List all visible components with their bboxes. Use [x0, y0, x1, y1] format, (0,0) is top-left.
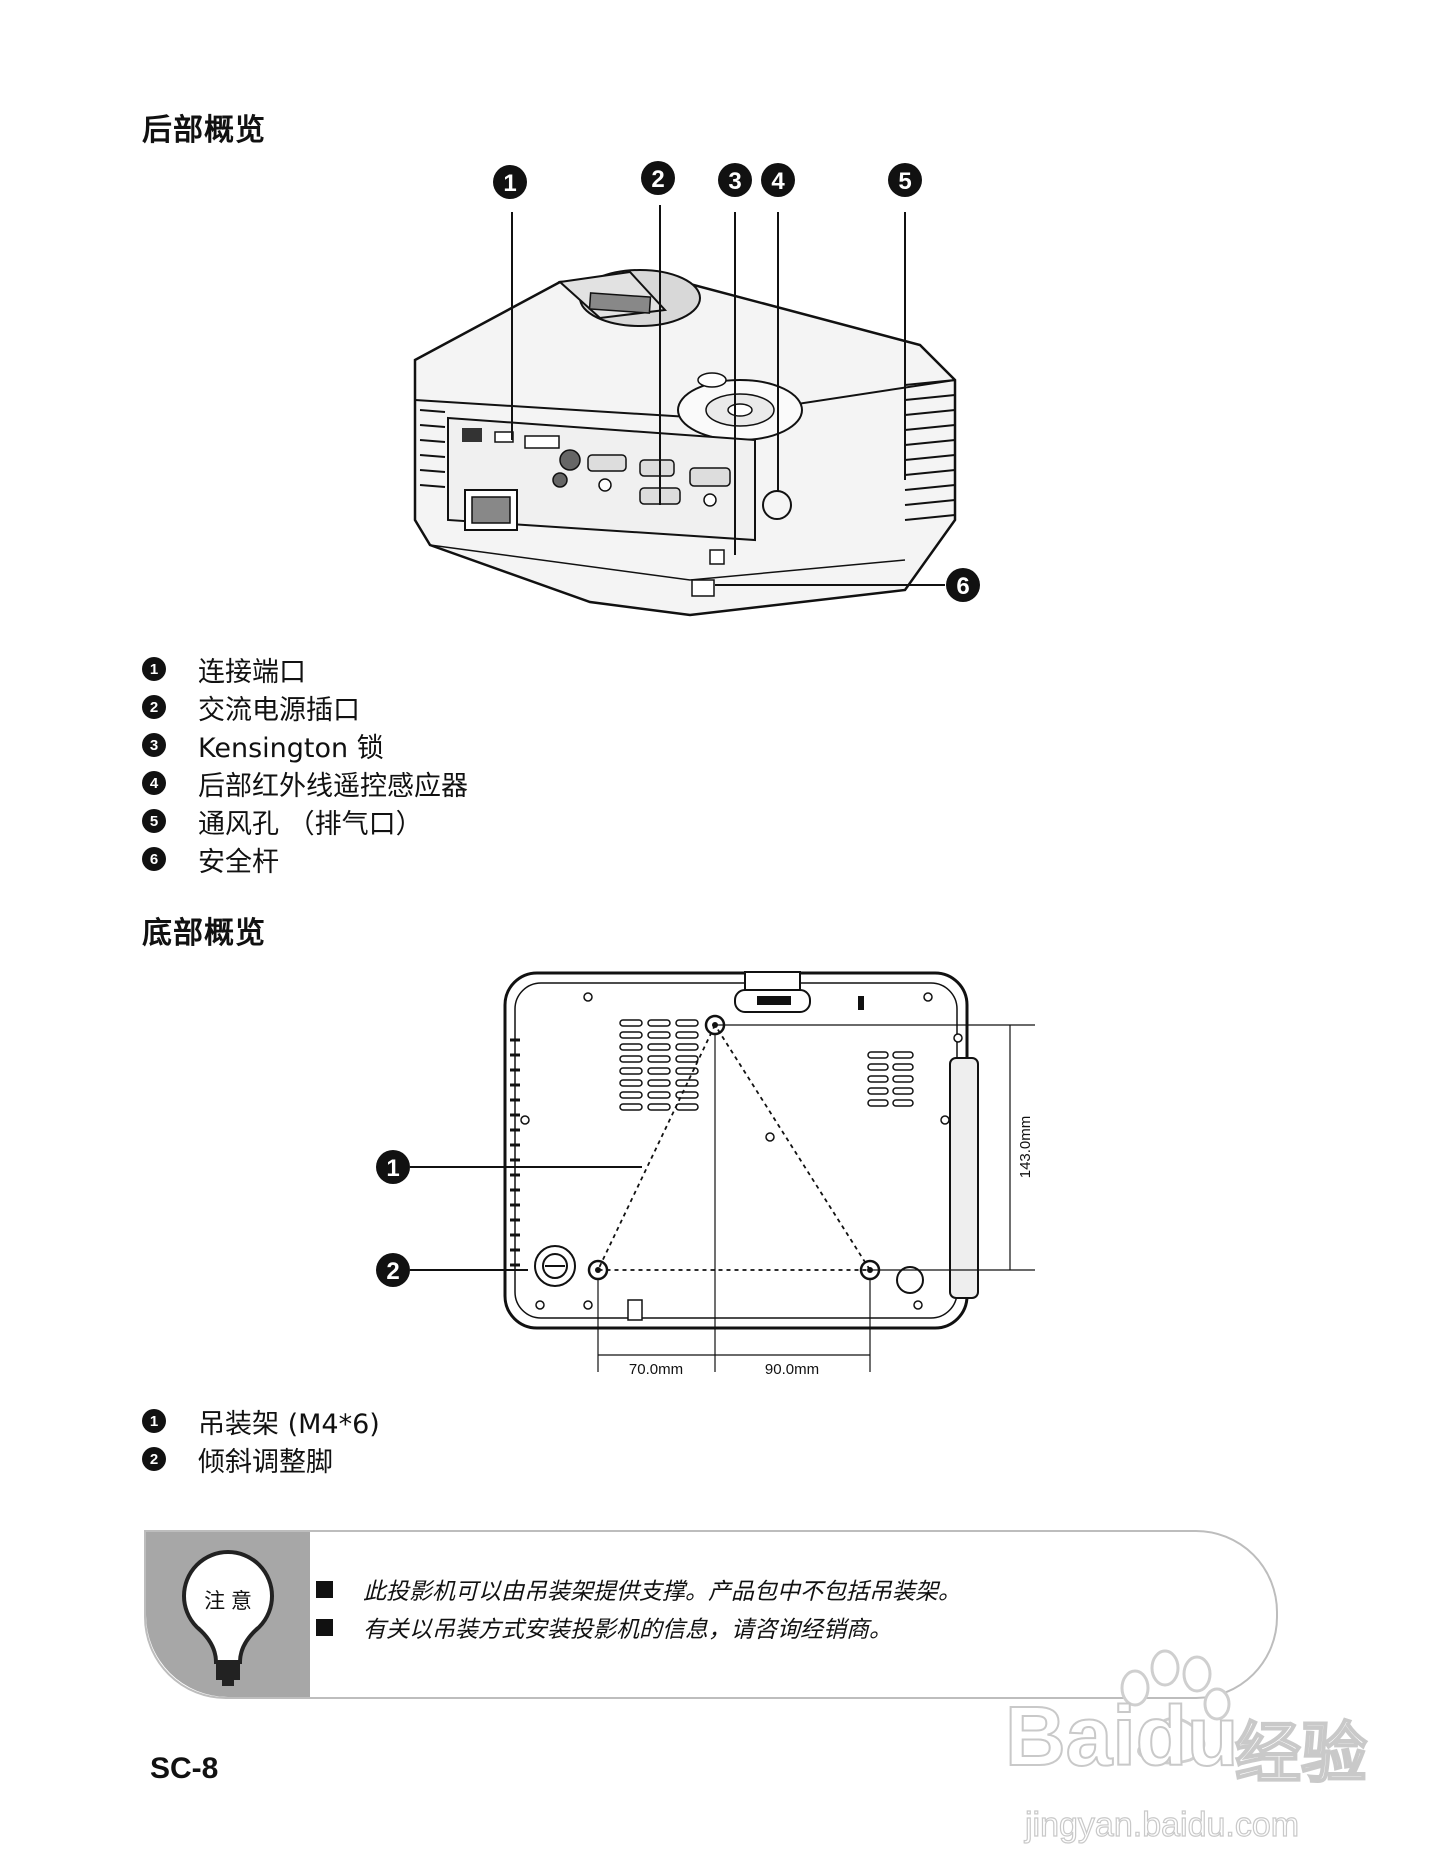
bottom-view-diagram: 143.0mm 70.0mm 90.0mm 1 2: [376, 971, 1035, 1378]
rear-legend-item: 4 后部红外线遥控感应器: [142, 764, 468, 802]
legend-text: 交流电源插口: [198, 694, 360, 726]
legend-text: 吊装架 (M4*6): [198, 1408, 380, 1440]
bullet-square-icon: [316, 1618, 333, 1636]
rear-legend-item: 5 通风孔 （排气口）: [142, 802, 468, 840]
svg-text:1: 1: [386, 1155, 399, 1182]
legend-text: 后部红外线遥控感应器: [198, 770, 468, 802]
rear-legend-item: 6 安全杆: [142, 840, 468, 878]
note-label: 注 意: [204, 1590, 252, 1613]
legend-number: 2: [142, 695, 166, 719]
dimension-left: 70.0mm: [629, 1361, 683, 1378]
bottom-legend-item: 1 吊装架 (M4*6): [142, 1402, 380, 1440]
legend-number: 1: [142, 657, 166, 681]
bullet-square-icon: [316, 1580, 333, 1598]
legend-text: 通风孔 （排气口）: [198, 808, 423, 840]
rear-callout-6: 6: [946, 568, 980, 602]
watermark-brand: Baidu: [1004, 1688, 1239, 1784]
rear-callout-5: 5: [888, 163, 922, 197]
svg-text:2: 2: [386, 1258, 399, 1285]
paw-logo-icon: [1120, 1649, 1231, 1765]
bottom-legend: 1 吊装架 (M4*6) 2 倾斜调整脚: [142, 1402, 380, 1478]
svg-text:1: 1: [503, 170, 516, 197]
rear-legend-item: 2 交流电源插口: [142, 688, 468, 726]
svg-text:6: 6: [956, 573, 969, 600]
legend-number: 3: [142, 733, 166, 757]
rear-callout-1: 1: [493, 165, 527, 199]
lightbulb-icon: 注 意: [182, 1550, 274, 1686]
legend-text: Kensington 锁: [198, 732, 384, 764]
baidu-watermark: Baidu 经验 jingyan.baidu.com: [1004, 1648, 1385, 1868]
legend-number: 1: [142, 1409, 166, 1433]
svg-text:3: 3: [728, 168, 741, 195]
note-box: 注 意 此投影机可以由吊装架提供支撑。产品包中不包括吊装架。 有关以吊装方式安装…: [144, 1530, 1278, 1699]
watermark-suffix: 经验: [1234, 1714, 1368, 1793]
watermark-url: jingyan.baidu.com: [1024, 1805, 1300, 1844]
note-list: 此投影机可以由吊装架提供支撑。产品包中不包括吊装架。 有关以吊装方式安装投影机的…: [316, 1570, 961, 1646]
note-sidebar: 注 意: [146, 1532, 310, 1697]
bottom-legend-item: 2 倾斜调整脚: [142, 1440, 380, 1478]
legend-text: 倾斜调整脚: [198, 1446, 333, 1478]
legend-number: 4: [142, 771, 166, 795]
legend-number: 6: [142, 847, 166, 871]
note-text: 有关以吊装方式安装投影机的信息，请咨询经销商。: [363, 1617, 892, 1643]
rear-callout-3: 3: [718, 163, 752, 197]
bottom-overview-heading: 底部概览: [142, 916, 266, 951]
note-item: 此投影机可以由吊装架提供支撑。产品包中不包括吊装架。: [316, 1570, 961, 1608]
rear-legend-item: 3 Kensington 锁: [142, 726, 468, 764]
legend-number: 5: [142, 809, 166, 833]
rear-view-diagram: 1 2 3 4 5 6: [413, 161, 980, 617]
svg-text:2: 2: [651, 166, 664, 193]
rear-overview-heading: 后部概览: [142, 113, 266, 148]
svg-text:5: 5: [898, 168, 911, 195]
rear-callout-2: 2: [641, 161, 675, 195]
legend-text: 连接端口: [198, 656, 306, 688]
bottom-callout-1: 1: [376, 1150, 410, 1184]
legend-number: 2: [142, 1447, 166, 1471]
page-number: SC-8: [150, 1752, 219, 1785]
dimension-right: 90.0mm: [765, 1361, 819, 1378]
dimension-height: 143.0mm: [1017, 1116, 1034, 1179]
rear-callout-4: 4: [761, 163, 795, 197]
bottom-callout-2: 2: [376, 1253, 410, 1287]
svg-text:4: 4: [771, 168, 785, 195]
legend-text: 安全杆: [198, 846, 279, 878]
note-item: 有关以吊装方式安装投影机的信息，请咨询经销商。: [316, 1608, 961, 1646]
rear-legend-item: 1 连接端口: [142, 650, 468, 688]
note-text: 此投影机可以由吊装架提供支撑。产品包中不包括吊装架。: [363, 1579, 961, 1605]
